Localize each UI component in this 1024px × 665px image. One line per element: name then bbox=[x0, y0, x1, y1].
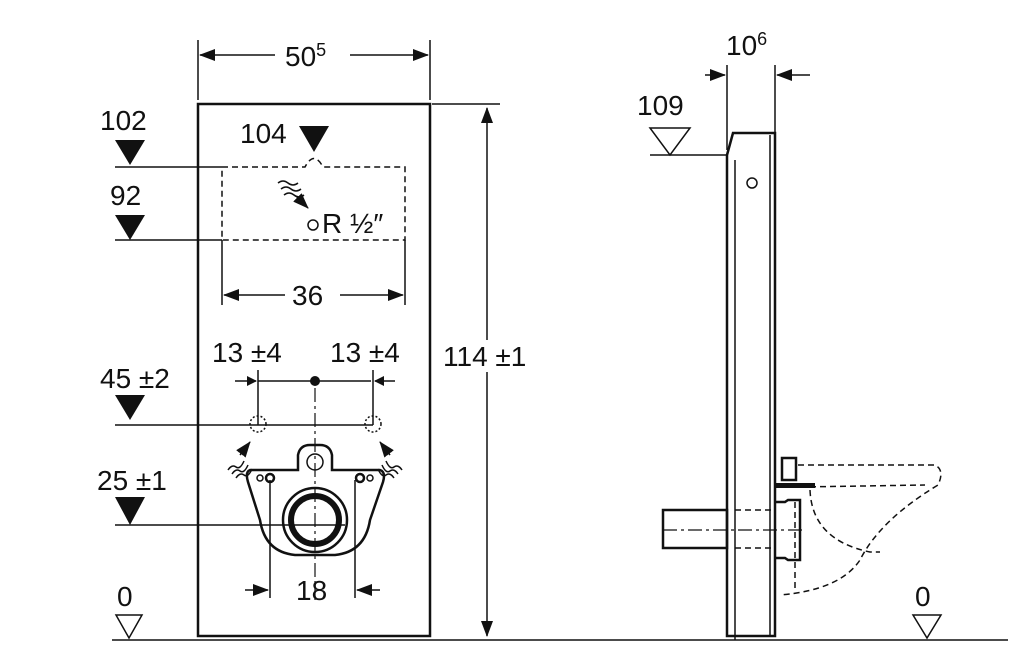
fitting-right-icon bbox=[364, 415, 382, 433]
bolt-hole bbox=[366, 474, 374, 482]
drain-connector bbox=[775, 498, 802, 562]
drain-pipe bbox=[661, 508, 729, 550]
height-label: 114 ±1 bbox=[443, 341, 526, 372]
bowl-inner-outline bbox=[799, 484, 926, 553]
level-109-label: 109 bbox=[637, 90, 684, 121]
frame-side bbox=[725, 131, 777, 638]
level-104-label: 104 bbox=[240, 118, 287, 149]
offset-right-label: 13 ±4 bbox=[330, 337, 400, 368]
level-marker-icon bbox=[115, 395, 145, 420]
water-supply-icon bbox=[277, 180, 319, 231]
level-marker-icon bbox=[115, 140, 145, 165]
bolt bbox=[780, 456, 798, 482]
bowl-bracket bbox=[245, 443, 386, 557]
center-point bbox=[310, 376, 320, 386]
width-36-label: 36 bbox=[292, 280, 323, 311]
level-marker-icon bbox=[115, 497, 145, 525]
front-view: 505 114 ±1 102 104 92 R ½″ bbox=[97, 40, 526, 640]
bracket bbox=[775, 483, 815, 488]
bowl-outline bbox=[779, 464, 942, 596]
flush-button-icon bbox=[746, 177, 758, 189]
level-45-label: 45 ±2 bbox=[100, 363, 170, 394]
level-0-label: 0 bbox=[117, 581, 133, 612]
level-102-label: 102 bbox=[100, 105, 147, 136]
connection-label: R ½″ bbox=[322, 208, 383, 239]
offset-left-label: 13 ±4 bbox=[212, 337, 282, 368]
level-92-label: 92 bbox=[110, 180, 141, 211]
level-marker-icon bbox=[648, 127, 692, 157]
water-flow-right-icon bbox=[377, 441, 403, 479]
depth-label: 106 bbox=[726, 29, 767, 61]
width-18-label: 18 bbox=[296, 575, 327, 606]
flush-pipe-icon bbox=[306, 453, 324, 471]
water-flow-left-icon bbox=[227, 441, 253, 479]
floor-level-icon bbox=[911, 614, 943, 640]
level-marker-icon bbox=[115, 215, 145, 240]
drain-inner bbox=[288, 493, 342, 547]
side-view: 106 109 0 bbox=[637, 29, 943, 640]
floor-level-icon bbox=[114, 614, 144, 640]
level-marker-icon bbox=[299, 126, 329, 152]
bolt-hole bbox=[354, 472, 366, 484]
level-25-label: 25 ±1 bbox=[97, 465, 167, 496]
frame-panel bbox=[196, 102, 432, 638]
fitting-left-icon bbox=[249, 415, 267, 433]
cistern-outline bbox=[221, 157, 406, 241]
width-label: 505 bbox=[285, 40, 326, 72]
level-0-label: 0 bbox=[915, 581, 931, 612]
drain-outer bbox=[281, 486, 349, 554]
bolt-hole bbox=[256, 474, 264, 482]
